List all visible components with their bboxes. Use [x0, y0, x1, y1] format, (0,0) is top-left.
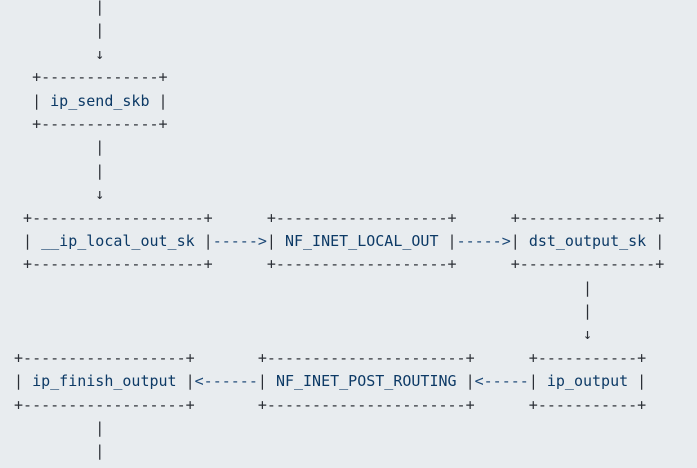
diagram-structure: | — [5, 21, 105, 40]
diagram-structure: | — [5, 278, 592, 297]
diagram-structure: | — [5, 442, 105, 461]
diagram-structure: | — [5, 372, 33, 391]
diagram-structure: | — [646, 231, 665, 250]
flow-arrow: <----- — [474, 372, 529, 391]
diagram-line: +------------------+ +------------------… — [5, 394, 697, 417]
diagram-line: +------------------+ +------------------… — [5, 347, 697, 370]
diagram-line: | — [5, 440, 697, 463]
diagram-structure: +------------------+ +------------------… — [5, 348, 647, 367]
diagram-structure: +-------------------+ +-----------------… — [5, 208, 665, 227]
diagram-structure: +-------------+ — [5, 114, 168, 133]
diagram-structure: | — [257, 372, 276, 391]
diagram-structure: | — [528, 372, 547, 391]
diagram-structure: | — [5, 231, 42, 250]
diagram-line: | — [5, 0, 697, 19]
flow-arrow: -----> — [456, 231, 511, 250]
flow-arrow: -----> — [212, 231, 267, 250]
diagram-structure: | — [5, 302, 592, 321]
diagram-structure: +------------------+ +------------------… — [5, 395, 647, 414]
diagram-line: | — [5, 136, 697, 159]
diagram-structure: | — [510, 231, 529, 250]
diagram-structure: | — [5, 0, 105, 16]
diagram-structure: | — [266, 231, 285, 250]
diagram-structure: ↓ — [5, 185, 105, 204]
diagram-structure: | — [5, 91, 51, 110]
diagram-line: | — [5, 160, 697, 183]
diagram-line: | __ip_local_out_sk |----->| NF_INET_LOC… — [5, 230, 697, 253]
diagram-structure: | — [5, 419, 105, 438]
diagram-line: | ip_finish_output |<------| NF_INET_POS… — [5, 370, 697, 393]
function-name-label: NF_INET_LOCAL_OUT — [284, 231, 439, 250]
diagram-line: ↓ — [5, 43, 697, 66]
diagram-line: ↓ — [5, 323, 697, 346]
diagram-structure: | — [176, 372, 195, 391]
diagram-line: ↓ — [5, 183, 697, 206]
diagram-structure: | — [456, 372, 475, 391]
diagram-line: +-------------------+ +-----------------… — [5, 253, 697, 276]
diagram-line: +-------------------+ +-----------------… — [5, 207, 697, 230]
diagram-structure: | — [438, 231, 457, 250]
flow-arrow: <------ — [194, 372, 258, 391]
diagram-line: | — [5, 417, 697, 440]
diagram-structure: ↓ — [5, 325, 592, 344]
diagram-line: +-------------+ — [5, 66, 697, 89]
diagram-structure: +-------------------+ +-----------------… — [5, 255, 665, 274]
diagram-line: | — [5, 300, 697, 323]
function-name-label: ip_output — [546, 372, 629, 391]
diagram-structure: ↓ — [5, 44, 105, 63]
diagram-structure: | — [5, 161, 105, 180]
diagram-line: | — [5, 277, 697, 300]
function-name-label: ip_send_skb — [50, 91, 150, 110]
diagram-structure: | — [194, 231, 213, 250]
diagram-line: | — [5, 19, 697, 42]
diagram-structure: | — [5, 138, 105, 157]
function-name-label: __ip_local_out_sk — [41, 231, 195, 250]
function-name-label: ip_finish_output — [32, 372, 177, 391]
diagram-structure: | — [149, 91, 168, 110]
function-name-label: NF_INET_POST_ROUTING — [275, 372, 457, 391]
diagram-structure: | — [628, 372, 647, 391]
diagram-line: | ip_send_skb | — [5, 90, 697, 113]
function-name-label: dst_output_sk — [528, 231, 647, 250]
diagram-line: +-------------+ — [5, 113, 697, 136]
diagram-structure: +-------------+ — [5, 68, 168, 87]
